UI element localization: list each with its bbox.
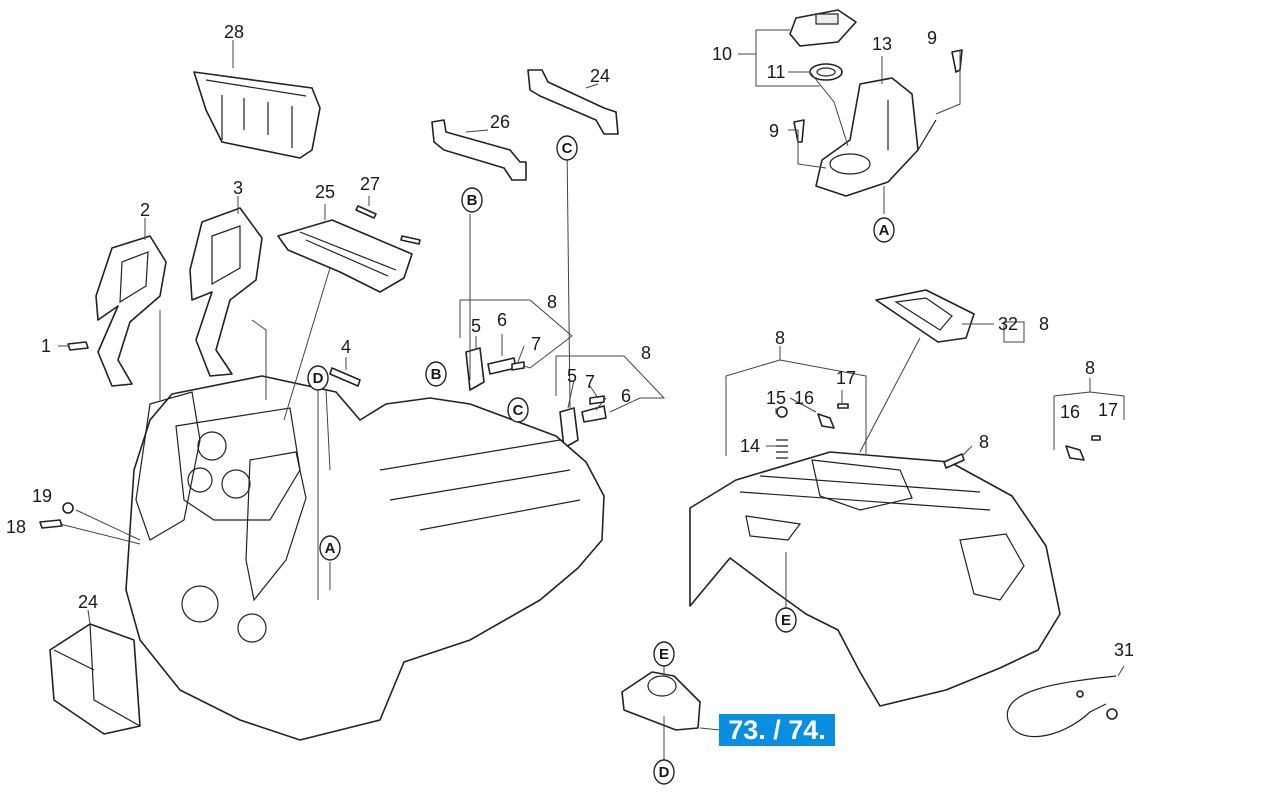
callout-7-a: 7	[531, 334, 541, 354]
callout-15: 15	[766, 388, 786, 408]
callout-8-e: 8	[979, 432, 989, 452]
callout-9-a: 9	[927, 28, 937, 48]
callout-8-f: 8	[1085, 358, 1095, 378]
assembly-link-73-74[interactable]: 73. / 74.	[719, 714, 835, 746]
callout-11: 11	[767, 62, 786, 82]
svg-text:E: E	[781, 612, 791, 629]
ref-C-upper: C	[556, 135, 578, 161]
callout-32: 32	[998, 314, 1018, 334]
callout-29: 28	[224, 22, 244, 42]
callout-25: 25	[315, 182, 335, 202]
svg-text:B: B	[467, 192, 478, 209]
part-main-hood	[689, 451, 1061, 707]
ref-B-upper: B	[461, 187, 483, 213]
callout-26: 24	[590, 66, 610, 86]
part-5-6-7-left	[465, 347, 525, 391]
callout-19: 19	[32, 486, 52, 506]
callout-16-a: 16	[794, 388, 814, 408]
ref-A-base: A	[319, 535, 341, 561]
part-10-cap	[789, 9, 857, 47]
callout-17-b: 17	[1098, 400, 1118, 420]
svg-text:C: C	[562, 140, 573, 157]
callout-31: 31	[1114, 640, 1134, 660]
part-28-pins	[355, 205, 421, 245]
callout-14: 14	[740, 436, 760, 456]
callout-10: 10	[712, 44, 732, 64]
ref-E-assembly: E	[653, 641, 675, 667]
callout-8-c: 8	[775, 328, 785, 348]
callout-9-b: 9	[769, 121, 779, 141]
callout-1: 1	[41, 336, 51, 356]
callout-16-b: 16	[1060, 402, 1080, 422]
part-25-cover	[277, 219, 413, 293]
part-main-base	[125, 375, 605, 741]
part-32-frame	[875, 289, 975, 343]
callout-8-b: 8	[641, 343, 651, 363]
ref-A-upper: A	[873, 217, 895, 243]
callout-8-a: 8	[547, 292, 557, 312]
callout-3: 3	[233, 178, 243, 198]
part-2-handle	[95, 235, 167, 387]
callout-13: 13	[872, 34, 892, 54]
svg-text:A: A	[325, 540, 336, 557]
part-29-tray	[193, 71, 321, 159]
part-26-bracket	[527, 69, 619, 135]
ref-D-assembly: D	[653, 759, 675, 785]
callout-4: 4	[341, 337, 351, 357]
callout-17-a: 17	[836, 368, 856, 388]
part-18-19	[39, 502, 74, 529]
callout-18: 18	[6, 517, 26, 537]
part-31-cable	[1006, 675, 1118, 738]
part-14-17-small	[776, 403, 1101, 461]
svg-text:D: D	[659, 764, 670, 781]
callout-2: 2	[140, 200, 150, 220]
callout-numbers: 28 2 3 1 25 27 26 24 4 8 5 6 7 8 5 7 6 1…	[6, 22, 1134, 660]
svg-text:B: B	[431, 366, 442, 383]
ref-E-hood: E	[775, 607, 797, 633]
part-24-box	[49, 623, 141, 735]
part-5-6-7-right	[559, 395, 607, 449]
callout-6-b: 6	[621, 386, 631, 406]
callout-7-b: 7	[585, 372, 595, 392]
part-3-handle	[189, 207, 263, 377]
part-8-pin	[943, 453, 965, 469]
part-27-bracket	[431, 119, 527, 181]
svg-text:E: E	[659, 646, 669, 663]
part-1-screw	[67, 341, 89, 351]
svg-text:A: A	[879, 222, 890, 239]
part-4-screw	[329, 367, 361, 387]
callout-8-d: 8	[1039, 314, 1049, 334]
callout-28: 27	[360, 174, 380, 194]
ref-bubbles: B C A D B C A E	[307, 135, 895, 785]
ref-B-base: B	[425, 361, 447, 387]
callout-5-b: 5	[567, 366, 577, 386]
ref-D-base: D	[307, 365, 329, 391]
svg-text:C: C	[513, 402, 524, 419]
callout-27: 26	[490, 112, 510, 132]
ref-C-base: C	[507, 397, 529, 423]
callout-24: 24	[78, 592, 98, 612]
part-13-holder	[815, 77, 937, 197]
callout-6-a: 6	[497, 310, 507, 330]
callout-5-a: 5	[471, 316, 481, 336]
part-73-74-assembly	[621, 671, 701, 731]
svg-text:D: D	[313, 370, 324, 387]
